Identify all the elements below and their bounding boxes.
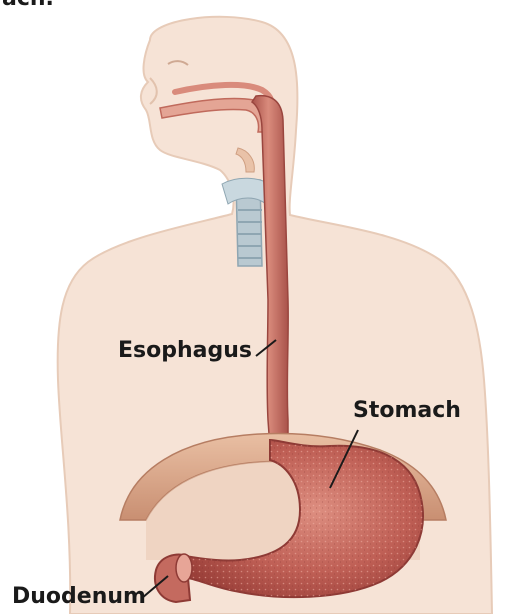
label-stomach: Stomach — [353, 398, 461, 424]
pylorus — [176, 554, 192, 582]
label-duodenum: Duodenum — [12, 584, 146, 610]
cut-off-caption: ach. — [2, 0, 54, 12]
label-esophagus: Esophagus — [118, 338, 252, 364]
